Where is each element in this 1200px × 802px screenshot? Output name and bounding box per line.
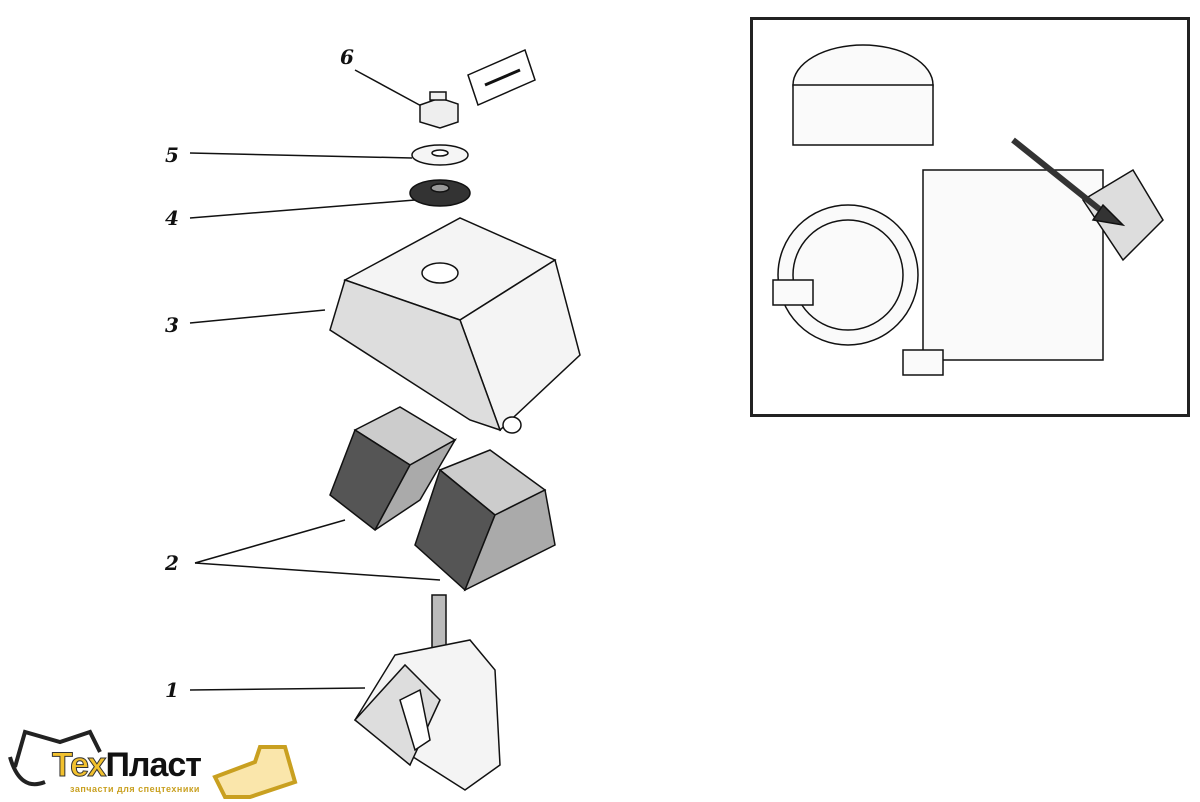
part-4-rubber-washer	[409, 179, 471, 207]
part-2-rubber-pads	[329, 406, 556, 592]
label-1: 1	[165, 678, 179, 702]
logo-brand-part1: Тех	[51, 746, 106, 785]
label-6: 6	[340, 45, 354, 69]
logo-brand-part2: Пласт	[105, 746, 202, 784]
excavator-logo-graphic	[8, 729, 298, 799]
part-3-bracket	[329, 217, 581, 434]
leader-6	[354, 69, 426, 109]
part-6-castle-nut	[419, 48, 536, 129]
engine-illustration	[772, 44, 1164, 376]
label-3: 3	[165, 313, 179, 337]
logo-tagline: запчасти для спецтехники	[70, 784, 200, 794]
label-5: 5	[165, 143, 179, 167]
label-4: 4	[165, 206, 179, 230]
part-1-support	[353, 594, 501, 791]
part-5-washer	[411, 144, 469, 166]
engine-location-inset	[750, 17, 1190, 417]
label-2: 2	[165, 551, 179, 575]
